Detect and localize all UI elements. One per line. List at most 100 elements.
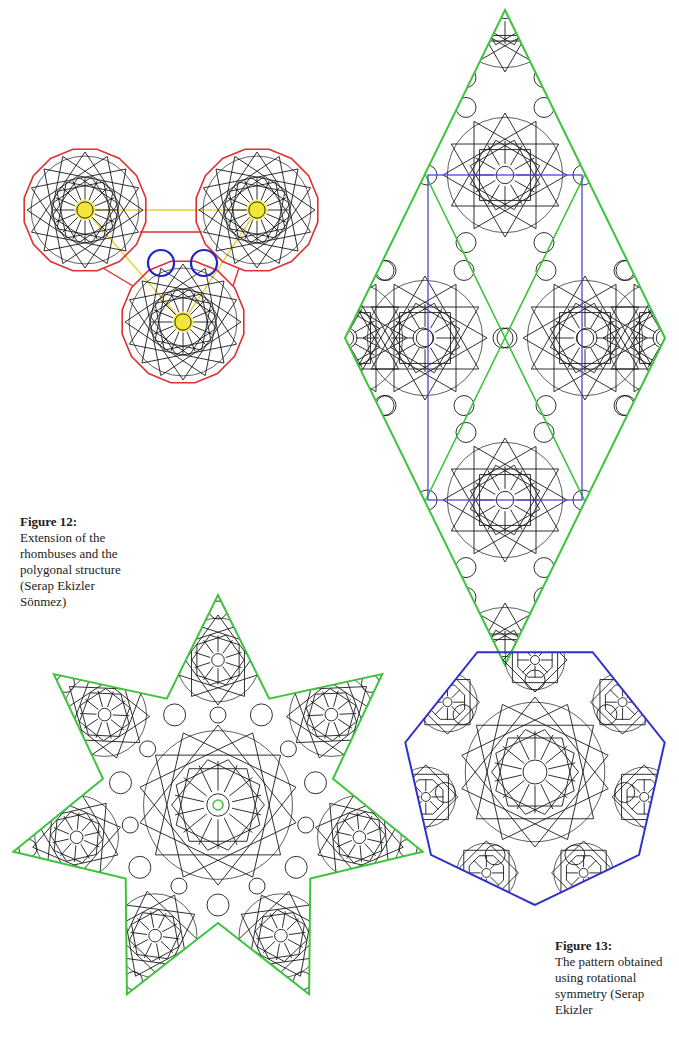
pattern-line <box>161 941 173 953</box>
figure-number: Figure 12: <box>20 514 142 530</box>
pattern-line <box>479 890 493 891</box>
pattern-circle <box>323 876 339 892</box>
pattern-line <box>541 784 553 809</box>
pattern-line <box>584 873 616 905</box>
pattern-line <box>84 719 98 728</box>
pattern-line <box>530 0 531 35</box>
pattern-circle <box>262 669 278 685</box>
pattern-line <box>515 0 535 4</box>
pattern-line <box>250 217 290 243</box>
pattern-line <box>74 845 75 862</box>
pattern-line <box>492 730 526 772</box>
pattern-line <box>232 808 261 815</box>
pattern-circle <box>203 156 311 264</box>
pattern-line <box>129 940 151 961</box>
pattern-circle <box>653 328 673 348</box>
pattern-line <box>471 665 494 666</box>
pattern-line <box>256 937 272 939</box>
pattern-circle <box>465 702 605 842</box>
pattern-line <box>442 790 443 804</box>
pattern-line <box>315 693 346 694</box>
pattern-line <box>192 660 210 685</box>
pattern-line <box>150 289 190 315</box>
pattern-line <box>661 790 662 804</box>
pattern-circle <box>249 202 265 218</box>
pattern-line <box>495 775 522 781</box>
pattern-line <box>425 724 470 725</box>
pattern-line <box>69 687 142 690</box>
heptagon-pattern <box>394 628 676 905</box>
pattern-circle <box>212 654 225 667</box>
pattern-line <box>259 924 274 932</box>
pattern-line <box>496 674 540 699</box>
pattern-line <box>296 739 369 742</box>
pattern-line <box>357 813 358 830</box>
pattern-line <box>235 156 315 210</box>
pattern-line <box>503 628 535 660</box>
pattern-line <box>409 804 419 814</box>
pattern-line <box>454 873 486 905</box>
pattern-circle <box>417 655 437 675</box>
pattern-line <box>623 670 655 702</box>
pattern-circle <box>296 396 316 416</box>
pattern-line <box>137 919 149 931</box>
pattern-circle <box>378 704 394 720</box>
pattern-line <box>611 307 679 308</box>
pattern-circle <box>304 772 326 794</box>
pattern-circle <box>346 774 362 790</box>
pattern-line <box>140 733 253 787</box>
pattern-line <box>447 670 479 702</box>
pattern-line <box>426 765 458 797</box>
pattern-line <box>561 895 606 896</box>
pattern-line <box>110 895 174 930</box>
pattern-line <box>451 0 505 41</box>
pattern-line <box>63 156 143 210</box>
pattern-line <box>408 790 409 804</box>
pattern-line <box>66 229 113 238</box>
pattern-line <box>224 765 237 792</box>
pattern-line <box>245 181 253 201</box>
pattern-circle <box>554 843 614 903</box>
pattern-line <box>345 304 346 327</box>
pattern-line <box>475 16 495 27</box>
pattern-line <box>492 772 526 814</box>
pattern-line <box>639 695 640 709</box>
pattern-line <box>505 186 506 209</box>
pattern-line <box>283 338 376 392</box>
pattern-line <box>184 778 207 796</box>
pattern-line <box>84 840 99 847</box>
pattern-line <box>229 191 238 238</box>
pattern-line <box>323 691 329 707</box>
pattern-line <box>154 326 174 334</box>
pattern-line <box>535 660 567 692</box>
pattern-line <box>545 772 579 814</box>
pattern-line <box>515 483 535 494</box>
pattern-line <box>183 823 296 877</box>
pattern-line <box>512 682 557 683</box>
pattern-circle <box>457 843 517 903</box>
pattern-line <box>546 746 568 763</box>
pattern-line <box>426 797 458 829</box>
pattern-circle <box>143 676 159 692</box>
pattern-line <box>568 308 579 328</box>
pattern-line <box>463 850 464 895</box>
pattern-line <box>595 321 615 332</box>
pattern-line <box>474 860 482 868</box>
pattern-line <box>408 348 419 368</box>
pattern-line <box>203 169 298 188</box>
pattern-line <box>503 866 504 880</box>
pattern-line <box>415 670 447 702</box>
pattern-line <box>338 719 352 728</box>
pattern-circle <box>129 856 151 878</box>
pattern-line <box>552 841 584 873</box>
pattern-line <box>560 850 561 895</box>
pattern-line <box>630 685 640 695</box>
pattern-line <box>452 690 460 698</box>
pattern-line <box>425 803 426 815</box>
pattern-line <box>123 905 195 915</box>
pattern-circle <box>388 871 404 887</box>
pattern-line <box>306 689 330 708</box>
pattern-line <box>394 284 487 338</box>
pattern-circle <box>176 618 260 702</box>
pattern-line <box>330 689 356 706</box>
